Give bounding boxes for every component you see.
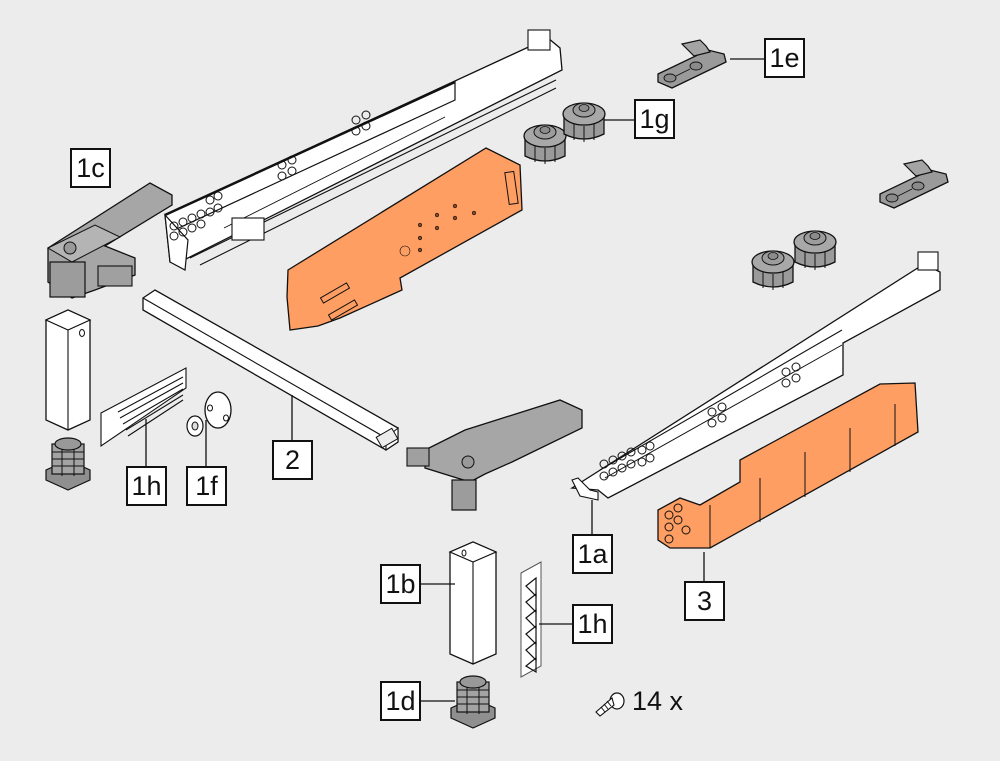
runner-lower: [570, 251, 941, 536]
bracket-orange-upper: [286, 147, 523, 331]
foot-cap-1d: [450, 675, 496, 729]
label-1g: 1g: [634, 99, 675, 139]
label-sticker: [100, 367, 187, 466]
tube-vertical-lower: [421, 541, 498, 665]
washer-disc: [186, 391, 232, 466]
label-1h-triangles: 1h: [572, 604, 613, 644]
knob-4: [793, 230, 837, 271]
knob-2: [562, 102, 606, 143]
label-1f: 1f: [186, 466, 227, 506]
tube-horizontal: [142, 289, 399, 452]
label-1b: 1b: [380, 564, 421, 604]
tube-vertical-left: [44, 309, 92, 431]
label-1c: 1c: [70, 148, 111, 188]
corner-connector-lower: [406, 399, 583, 511]
bracket-orange-3: [657, 382, 919, 582]
label-3: 3: [684, 581, 725, 621]
screw-quantity: 14 x: [632, 686, 684, 716]
label-1d: 1d: [380, 681, 421, 721]
clip-2: [879, 159, 949, 209]
label-2: 2: [272, 440, 313, 480]
knob-3: [751, 250, 795, 291]
corner-connector-1c: [46, 182, 173, 299]
label-1e: 1e: [764, 38, 805, 78]
label-1a: 1a: [572, 534, 613, 574]
label-1h-sticker: 1h: [126, 466, 167, 506]
screw-icon: [595, 692, 625, 717]
knob-1: [523, 124, 567, 165]
runner-upper: [164, 29, 563, 271]
foot-cap-left: [45, 437, 91, 491]
clip-1: [657, 39, 727, 89]
triangle-sticker: [520, 561, 572, 678]
